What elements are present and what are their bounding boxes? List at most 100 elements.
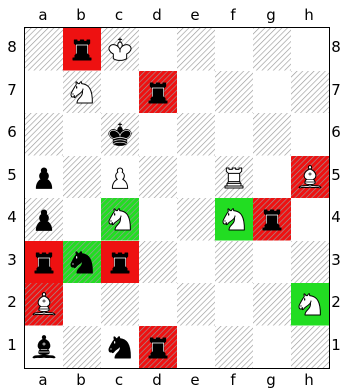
square-f3[interactable] bbox=[215, 241, 253, 284]
rank-label-2-right: 2 bbox=[330, 295, 342, 310]
square-g8[interactable] bbox=[253, 28, 291, 71]
square-f1[interactable] bbox=[215, 326, 253, 369]
white-knight-icon[interactable] bbox=[215, 198, 253, 241]
white-knight-icon[interactable] bbox=[101, 198, 139, 241]
rank-label-3-left: 3 bbox=[6, 253, 18, 268]
square-f7[interactable] bbox=[215, 71, 253, 114]
square-b7[interactable] bbox=[63, 71, 101, 114]
square-e2[interactable] bbox=[177, 283, 215, 326]
square-h4[interactable] bbox=[291, 198, 329, 241]
square-d5[interactable] bbox=[139, 156, 177, 199]
black-rook-icon[interactable] bbox=[63, 28, 101, 71]
rank-label-4-left: 4 bbox=[6, 210, 18, 225]
square-d8[interactable] bbox=[139, 28, 177, 71]
file-label-g-top: g bbox=[252, 8, 290, 23]
black-rook-icon[interactable] bbox=[25, 241, 63, 284]
square-a5[interactable] bbox=[25, 156, 63, 199]
square-h6[interactable] bbox=[291, 113, 329, 156]
square-h8[interactable] bbox=[291, 28, 329, 71]
square-e8[interactable] bbox=[177, 28, 215, 71]
square-d2[interactable] bbox=[139, 283, 177, 326]
white-king-icon[interactable] bbox=[101, 28, 139, 71]
square-g6[interactable] bbox=[253, 113, 291, 156]
square-c7[interactable] bbox=[101, 71, 139, 114]
square-g7[interactable] bbox=[253, 71, 291, 114]
black-pawn-icon[interactable] bbox=[25, 198, 63, 241]
square-g2[interactable] bbox=[253, 283, 291, 326]
square-e5[interactable] bbox=[177, 156, 215, 199]
square-h3[interactable] bbox=[291, 241, 329, 284]
square-g3[interactable] bbox=[253, 241, 291, 284]
square-a6[interactable] bbox=[25, 113, 63, 156]
square-a2[interactable] bbox=[25, 283, 63, 326]
black-rook-icon[interactable] bbox=[253, 198, 291, 241]
square-d7[interactable] bbox=[139, 71, 177, 114]
white-bishop-icon[interactable] bbox=[25, 283, 63, 326]
square-f4[interactable] bbox=[215, 198, 253, 241]
rank-label-5-left: 5 bbox=[6, 168, 18, 183]
file-label-c-top: c bbox=[100, 8, 138, 23]
black-pawn-icon[interactable] bbox=[25, 156, 63, 199]
rank-label-1-right: 1 bbox=[330, 338, 342, 353]
square-g1[interactable] bbox=[253, 326, 291, 369]
square-c8[interactable] bbox=[101, 28, 139, 71]
square-d4[interactable] bbox=[139, 198, 177, 241]
square-b2[interactable] bbox=[63, 283, 101, 326]
square-f8[interactable] bbox=[215, 28, 253, 71]
square-d3[interactable] bbox=[139, 241, 177, 284]
square-c3[interactable] bbox=[101, 241, 139, 284]
black-bishop-icon[interactable] bbox=[25, 326, 63, 369]
square-a3[interactable] bbox=[25, 241, 63, 284]
white-knight-icon[interactable] bbox=[291, 283, 329, 326]
square-b6[interactable] bbox=[63, 113, 101, 156]
black-rook-icon[interactable] bbox=[139, 326, 177, 369]
black-knight-icon[interactable] bbox=[63, 241, 101, 284]
rank-label-2-left: 2 bbox=[6, 295, 18, 310]
square-d1[interactable] bbox=[139, 326, 177, 369]
square-h5[interactable] bbox=[291, 156, 329, 199]
square-a8[interactable] bbox=[25, 28, 63, 71]
file-label-g-bottom: g bbox=[252, 373, 290, 388]
white-bishop-icon[interactable] bbox=[291, 156, 329, 199]
square-c2[interactable] bbox=[101, 283, 139, 326]
square-d6[interactable] bbox=[139, 113, 177, 156]
square-e4[interactable] bbox=[177, 198, 215, 241]
square-g4[interactable] bbox=[253, 198, 291, 241]
square-a4[interactable] bbox=[25, 198, 63, 241]
square-e1[interactable] bbox=[177, 326, 215, 369]
square-e3[interactable] bbox=[177, 241, 215, 284]
square-b5[interactable] bbox=[63, 156, 101, 199]
square-a7[interactable] bbox=[25, 71, 63, 114]
black-king-icon[interactable] bbox=[101, 113, 139, 156]
square-c1[interactable] bbox=[101, 326, 139, 369]
white-pawn-icon[interactable] bbox=[101, 156, 139, 199]
black-knight-icon[interactable] bbox=[101, 326, 139, 369]
square-h2[interactable] bbox=[291, 283, 329, 326]
square-h1[interactable] bbox=[291, 326, 329, 369]
file-label-e-bottom: e bbox=[176, 373, 214, 388]
square-c4[interactable] bbox=[101, 198, 139, 241]
square-c5[interactable] bbox=[101, 156, 139, 199]
square-g5[interactable] bbox=[253, 156, 291, 199]
square-e7[interactable] bbox=[177, 71, 215, 114]
square-b8[interactable] bbox=[63, 28, 101, 71]
black-rook-icon[interactable] bbox=[101, 241, 139, 284]
square-f5[interactable] bbox=[215, 156, 253, 199]
white-knight-icon[interactable] bbox=[63, 71, 101, 114]
black-rook-icon[interactable] bbox=[139, 71, 177, 114]
square-a1[interactable] bbox=[25, 326, 63, 369]
square-f2[interactable] bbox=[215, 283, 253, 326]
file-label-c-bottom: c bbox=[100, 373, 138, 388]
rank-label-8-left: 8 bbox=[6, 40, 18, 55]
white-rook-icon[interactable] bbox=[215, 156, 253, 199]
square-e6[interactable] bbox=[177, 113, 215, 156]
square-b4[interactable] bbox=[63, 198, 101, 241]
square-c6[interactable] bbox=[101, 113, 139, 156]
square-b3[interactable] bbox=[63, 241, 101, 284]
file-label-e-top: e bbox=[176, 8, 214, 23]
square-h7[interactable] bbox=[291, 71, 329, 114]
square-f6[interactable] bbox=[215, 113, 253, 156]
file-label-d-top: d bbox=[138, 8, 176, 23]
square-b1[interactable] bbox=[63, 326, 101, 369]
